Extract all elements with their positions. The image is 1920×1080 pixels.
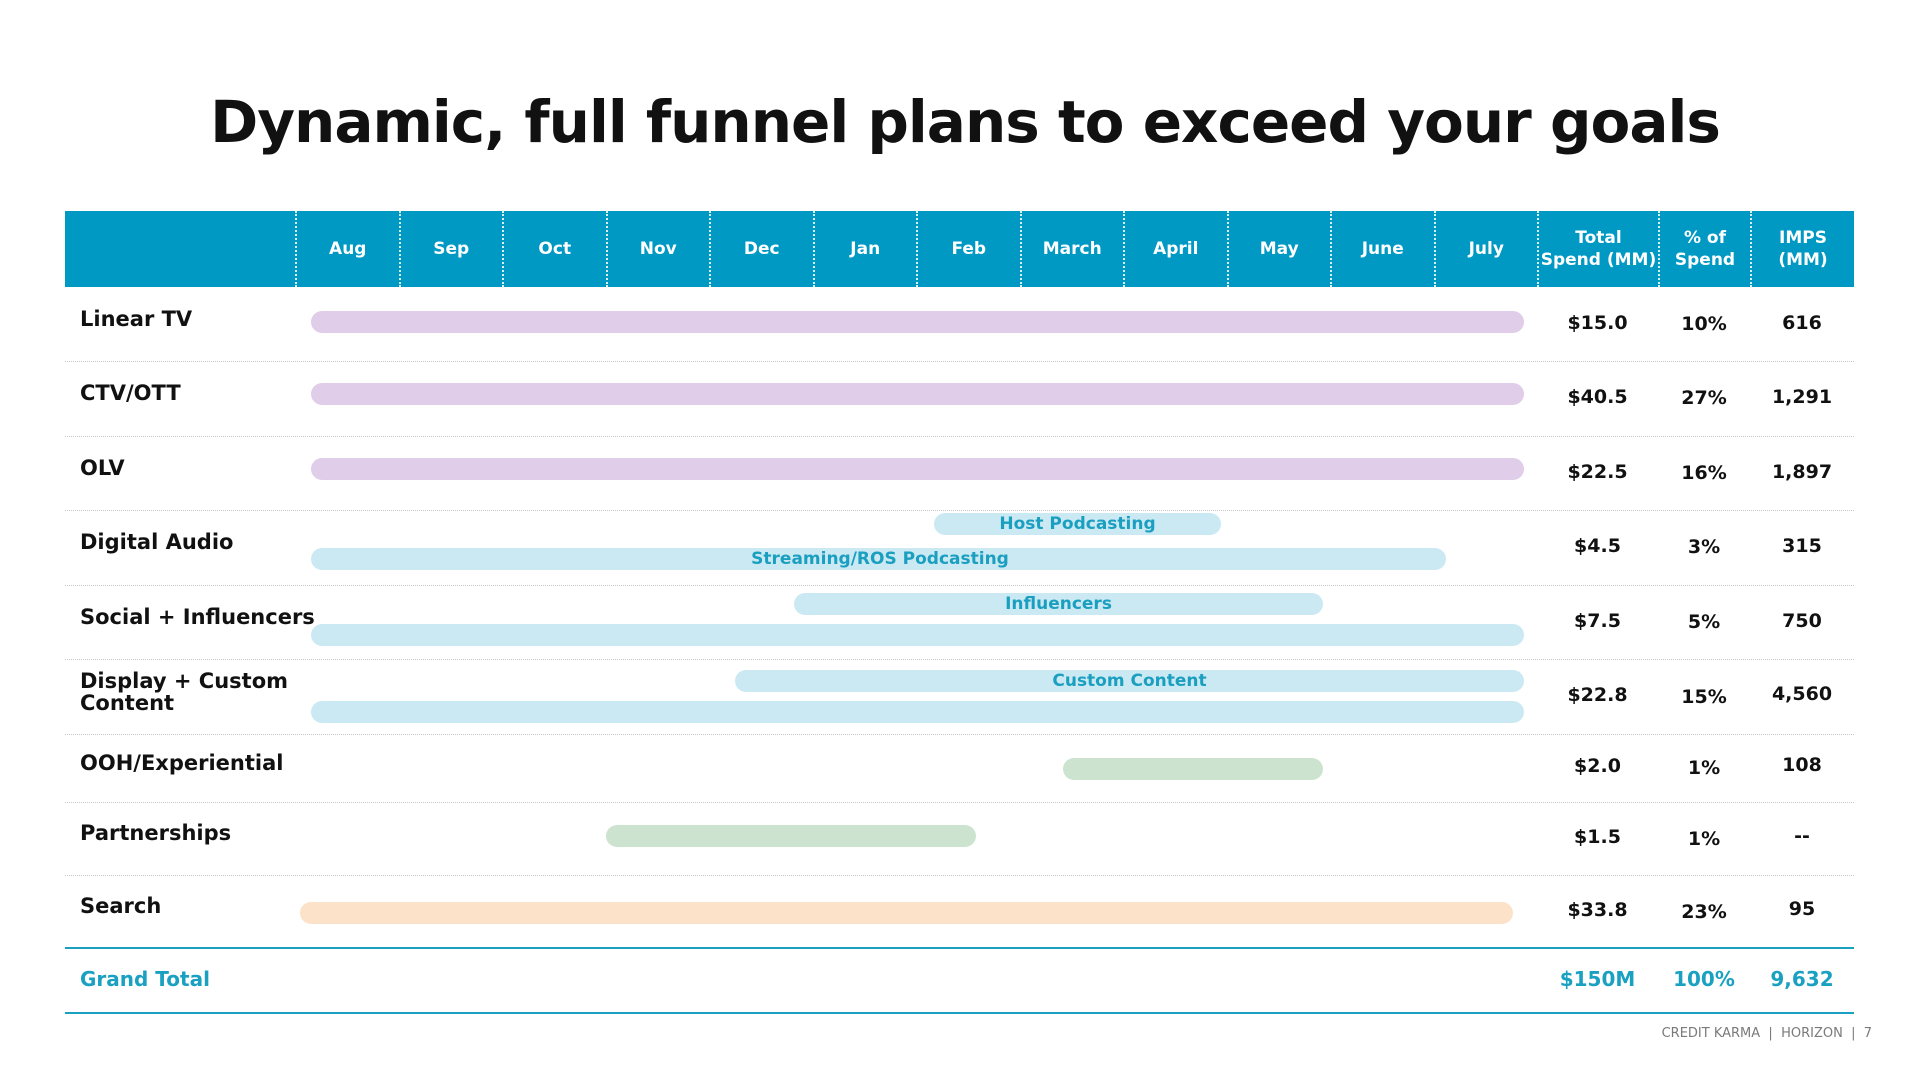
flight-bar-search — [300, 902, 1513, 924]
bar-label-streaming-ros: Streaming/ROS Podcasting — [751, 549, 1009, 569]
footer-text: CREDIT KARMA | HORIZON | 7 — [1661, 1026, 1872, 1041]
cell-spend: $1.5 — [1574, 826, 1621, 848]
row-label-social-influencers: Social + Influencers — [80, 605, 315, 629]
month-nov: Nov — [605, 211, 710, 287]
flight-bar-olv — [311, 458, 1524, 480]
month-march: March — [1019, 211, 1124, 287]
row-divider — [65, 734, 1854, 735]
flight-bar-host-podcasting: Host Podcasting — [934, 513, 1221, 535]
cell-imps: 1,897 — [1771, 461, 1833, 483]
month-july: July — [1433, 211, 1538, 287]
flight-bar-partnerships — [606, 825, 976, 847]
grand-total-pct: 100% — [1673, 967, 1735, 991]
table-header: Aug Sep Oct Nov Dec Jan Feb March April … — [65, 211, 1854, 287]
cell-spend: $33.8 — [1567, 899, 1628, 921]
month-aug: Aug — [295, 211, 399, 287]
row-label-digital-audio: Digital Audio — [80, 530, 234, 554]
cell-imps: 95 — [1788, 898, 1816, 920]
month-april: April — [1123, 211, 1227, 287]
cell-imps: 4,560 — [1771, 683, 1833, 705]
row-label-search: Search — [80, 894, 162, 918]
flight-bar-ooh — [1063, 758, 1323, 780]
grand-total-top-line — [65, 947, 1854, 949]
page-title: Dynamic, full funnel plans to exceed you… — [210, 88, 1721, 156]
row-label-display-custom: Display + Custom Content — [80, 669, 289, 715]
row-label-partnerships: Partnerships — [80, 821, 232, 845]
flight-bar-custom-content: Custom Content — [735, 670, 1524, 692]
cell-pct: 3% — [1687, 536, 1721, 558]
row-divider — [65, 436, 1854, 437]
flight-bar-streaming-ros — [311, 548, 1446, 570]
cell-spend: $2.0 — [1574, 755, 1621, 777]
month-may: May — [1226, 211, 1331, 287]
row-divider — [65, 875, 1854, 876]
row-label-olv: OLV — [80, 456, 125, 480]
flight-bar-social — [311, 624, 1524, 646]
cell-imps: 750 — [1782, 610, 1822, 632]
row-divider — [65, 585, 1854, 586]
cell-pct: 1% — [1687, 757, 1721, 779]
cell-imps: 315 — [1782, 535, 1822, 557]
flight-bar-display — [311, 701, 1524, 723]
month-june: June — [1330, 211, 1434, 287]
cell-spend: $7.5 — [1574, 610, 1621, 632]
cell-pct: 10% — [1681, 313, 1727, 335]
cell-pct: 15% — [1681, 686, 1727, 708]
cell-imps: 616 — [1782, 312, 1822, 334]
flight-bar-linear-tv — [311, 311, 1524, 333]
cell-spend: $4.5 — [1574, 535, 1621, 557]
flight-bar-ctv-ott — [311, 383, 1524, 405]
row-divider — [65, 659, 1854, 660]
cell-pct: 5% — [1687, 611, 1721, 633]
month-oct: Oct — [502, 211, 606, 287]
header-imps: IMPS(MM) — [1750, 211, 1854, 287]
flight-bar-influencers: Influencers — [794, 593, 1323, 615]
cell-imps: 1,291 — [1771, 386, 1833, 408]
cell-pct: 23% — [1681, 901, 1727, 923]
cell-spend: $40.5 — [1567, 386, 1628, 408]
grand-total-spend: $150M — [1559, 967, 1636, 991]
month-dec: Dec — [709, 211, 813, 287]
grand-total-imps: 9,632 — [1770, 967, 1834, 991]
row-divider — [65, 361, 1854, 362]
cell-spend: $22.5 — [1567, 461, 1628, 483]
cell-spend: $15.0 — [1567, 312, 1628, 334]
grand-total-label: Grand Total — [80, 967, 210, 991]
cell-imps: -- — [1794, 825, 1810, 847]
month-sep: Sep — [398, 211, 503, 287]
row-label-ctv-ott: CTV/OTT — [80, 381, 181, 405]
month-jan: Jan — [812, 211, 917, 287]
cell-imps: 108 — [1782, 754, 1822, 776]
row-label-linear-tv: Linear TV — [80, 307, 193, 331]
row-divider — [65, 510, 1854, 511]
cell-pct: 1% — [1687, 828, 1721, 850]
grand-total-bottom-line — [65, 1012, 1854, 1014]
cell-spend: $22.8 — [1567, 684, 1628, 706]
row-divider — [65, 802, 1854, 803]
month-feb: Feb — [916, 211, 1020, 287]
row-label-ooh: OOH/Experiential — [80, 751, 284, 775]
cell-pct: 16% — [1681, 462, 1727, 484]
cell-pct: 27% — [1681, 387, 1727, 409]
